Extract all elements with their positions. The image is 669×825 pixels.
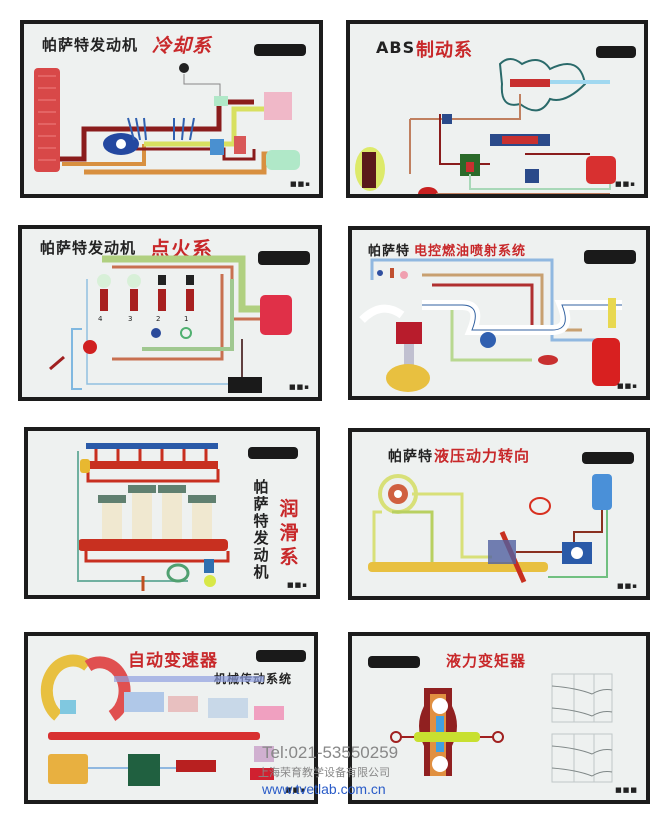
watermark-url[interactable]: www.tvetlab.com.cn (262, 781, 386, 797)
panel-title-prefix-vertical: 帕 萨 特 发 动 机 (252, 479, 270, 581)
cylinder-label: 2 (156, 315, 161, 323)
panel-title-prefix: 帕萨特发动机 (40, 239, 137, 257)
cylinder-label: 3 (128, 315, 133, 323)
title-char: 动 (253, 546, 269, 564)
torque-converter-diagram (390, 673, 613, 783)
page-indicator: ■■▪ (285, 786, 306, 794)
lcd-display (596, 46, 636, 58)
page-indicator: ■■▪ (617, 582, 638, 590)
title-char: 特 (253, 512, 269, 530)
lcd-display (258, 251, 310, 265)
title-char: 润 (279, 498, 299, 520)
abs-diagram (355, 58, 616, 194)
watermark-tel: Tel:021-53550259 (262, 743, 399, 762)
panel-title-system-vertical: 润 滑 系 (278, 497, 300, 569)
lcd-display (584, 250, 636, 264)
panel-title-system: 冷却系 (152, 35, 213, 57)
title-char: 系 (279, 546, 299, 568)
title-char: 滑 (279, 522, 299, 544)
panel-title-system: 制动系 (416, 40, 473, 61)
panel-title-prefix: ABS (376, 38, 416, 57)
panel-title-system: 液力变矩器 (446, 652, 527, 670)
lcd-display (248, 447, 298, 459)
panel-fuel-injection-system: 帕萨特 电控燃油喷射系统 ■■▪ (348, 226, 650, 400)
panel-title-prefix: 帕萨特发动机 (42, 36, 139, 54)
panel-abs-brake-system: ABS 制动系 ■■▪ (346, 20, 648, 198)
page-indicator: ■■▪ (289, 383, 310, 391)
lcd-display (256, 650, 306, 662)
panel-title-system: 自动变速器 (128, 651, 218, 671)
panel-title-system: 电控燃油喷射系统 (414, 244, 527, 259)
title-char: 帕 (253, 478, 269, 496)
lcd-display (368, 656, 420, 668)
efi-diagram (359, 258, 622, 392)
panel-title-prefix: 帕萨特 (368, 244, 411, 259)
lubrication-diagram (77, 443, 230, 591)
auto-transmission-diagram (40, 654, 284, 786)
panel-power-steering-system: 帕萨特 液压动力转向 ■■▪ (348, 428, 650, 600)
page-indicator: ■■▪ (615, 180, 636, 188)
power-steering-diagram (368, 474, 612, 584)
page-indicator: ■■■ (615, 786, 638, 794)
ignition-diagram (49, 255, 292, 393)
page-indicator: ■■▪ (287, 581, 308, 589)
panel-torque-converter: 液力变矩器 ■■■ (348, 632, 650, 804)
lcd-display (254, 44, 306, 56)
title-char: 发 (253, 529, 269, 547)
cylinder-label: 1 (184, 315, 189, 323)
panel-title-system: 液压动力转向 (434, 447, 531, 465)
page-indicator: ■■▪ (617, 382, 638, 390)
title-char: 萨 (253, 495, 269, 513)
panel-title-prefix: 帕萨特 (388, 449, 433, 465)
title-char: 机 (253, 563, 269, 581)
page-indicator: ■■▪ (290, 180, 311, 188)
lcd-display (582, 452, 634, 464)
panel-lubrication-system: 帕 萨 特 发 动 机 润 滑 系 ■■▪ (24, 427, 320, 599)
panel-automatic-transmission: 自动变速器 机械传动系统 ■■▪ (24, 632, 318, 804)
cylinder-label: 4 (98, 315, 103, 323)
panel-ignition-system: 帕萨特发动机 点火系 4 3 2 1 ■■▪ (18, 225, 322, 401)
panel-cooling-system: 帕萨特发动机 冷却系 ■■▪ (20, 20, 323, 198)
watermark-company: 上海荣育教学设备有限公司 (258, 766, 390, 779)
cooling-diagram (34, 63, 300, 175)
